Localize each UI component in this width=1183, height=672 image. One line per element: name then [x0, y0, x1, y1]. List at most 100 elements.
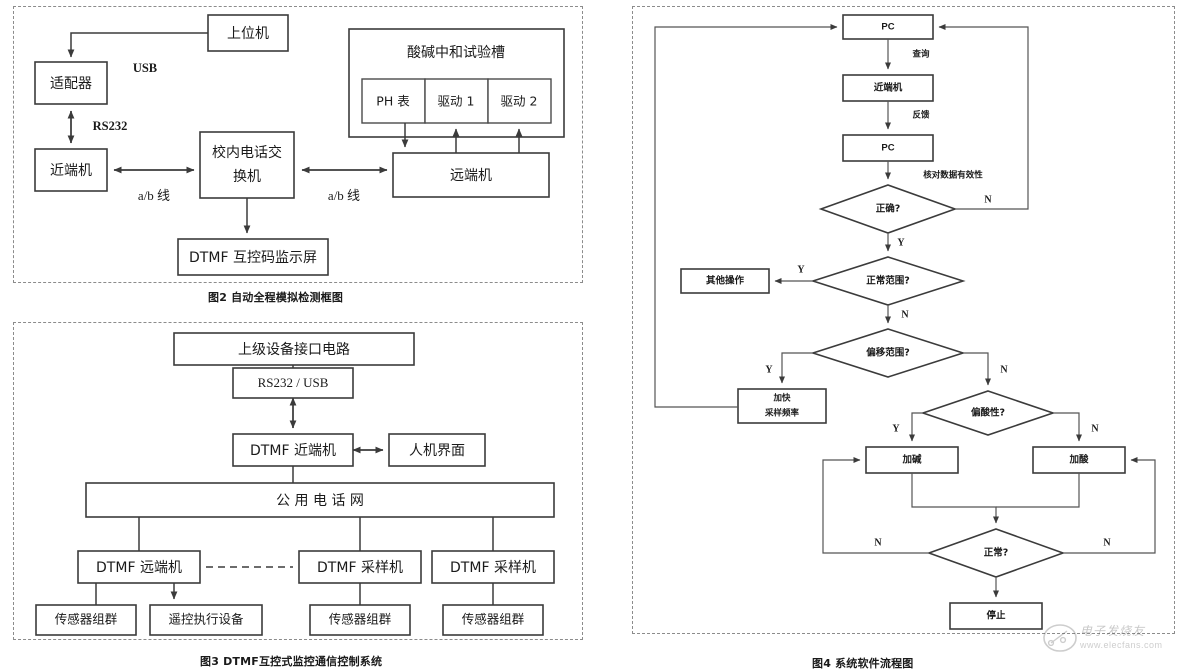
fig4-add-alkali-label: 加碱 [901, 454, 922, 466]
fig4-edge-alkali-to-normal [911, 473, 999, 524]
fig3-rs232usb-label: RS232 / USB [258, 375, 329, 390]
fig4-pc-second-label: PC [881, 143, 894, 154]
fig4-edge-offset-y-label: Y [765, 364, 773, 375]
fig4-pc-top-label: PC [881, 22, 894, 33]
fig4-correct-label: 正确? [876, 203, 901, 215]
figure4-caption: 图4 系统软件流程图 [812, 657, 914, 670]
fig3-hmi-label: 人机界面 [409, 443, 465, 459]
fig2-switch-label-2: 换机 [233, 168, 261, 185]
fig4-edge-feedback-label: 反馈 [912, 110, 930, 121]
fig2-nearend-box [34, 148, 108, 192]
figure3-diagram: 上级设备接口电路 RS232 / USB DTMF 近端机 人机界面 公 用 电… [35, 332, 555, 636]
fig2-link-host-adapter [67, 32, 208, 58]
fig2-drive2-label: 驱动 2 [501, 94, 538, 109]
fig2-dtmf-monitor-box [177, 238, 329, 276]
figure2-panel: 上位机 适配器 近端机 校内电话交 换机 DTMF 互控码监示屏 酸碱中和试验槽… [13, 6, 583, 283]
fig4-edge-offset-yes [779, 352, 813, 384]
fig2-usb-label: USB [133, 61, 157, 75]
fig2-ab-left-label: a/b 线 [138, 188, 170, 203]
fig3-sensors1-box [35, 604, 137, 636]
fig2-host-label: 上位机 [227, 26, 269, 42]
fig2-switch-box [199, 131, 295, 199]
fig2-adapter-box [34, 61, 108, 105]
fig3-upper-device-label: 上级设备接口电路 [238, 341, 350, 358]
fig4-stop-label: 停止 [986, 610, 1006, 622]
fig2-ph-meter-box [361, 78, 426, 124]
fig4-edge-normalrange-n-label: N [901, 309, 909, 320]
fig2-adapter-label: 适配器 [50, 76, 92, 92]
fig2-ph-meter-label: PH 表 [376, 94, 410, 109]
watermark [1043, 621, 1077, 655]
fig4-edge-normalrange-y-label: Y [797, 264, 805, 275]
fig4-add-acid-box [1032, 446, 1126, 474]
fig4-edge-verify-label: 核对数据有效性 [923, 170, 983, 181]
fig4-add-alkali-box [865, 446, 959, 474]
figure4-flowchart: PC 近端机 PC 正确? 正常范围? 其他操作 偏移范围? 加快 采样频率 [654, 14, 1156, 630]
fig3-remote-exec-box [149, 604, 263, 636]
fig2-farend-label: 远端机 [450, 168, 492, 184]
fig4-offset-range-label: 偏移范围? [866, 347, 910, 359]
fig4-edge-acidic-yes [909, 412, 923, 442]
figure2-caption: 图2 自动全程模拟检测框图 [208, 291, 344, 304]
fig3-pstn-box [85, 482, 555, 518]
fig4-normal-range-label: 正常范围? [866, 275, 910, 287]
fig2-drive1-label: 驱动 1 [438, 94, 475, 109]
fig3-sensors2-label: 传感器组群 [329, 612, 392, 627]
fig4-other-op-box [680, 268, 770, 294]
fig4-pc-top-box [842, 14, 934, 40]
fig3-hmi-box [388, 433, 486, 467]
fig4-edge-acidic-y-label: Y [892, 423, 900, 434]
fig2-rs232-label: RS232 [93, 119, 128, 133]
fig4-pc-second-box [842, 134, 934, 162]
fig2-farend-box [392, 152, 550, 198]
fig3-dtmf-near-label: DTMF 近端机 [250, 443, 336, 459]
fig2-drive2-box [487, 78, 552, 124]
fig4-edge-offset-no [963, 352, 991, 386]
fig4-faster-label-2: 采样频率 [764, 408, 800, 419]
fig4-offset-range-diamond [810, 328, 966, 378]
fig4-edge-correct-y-label: Y [897, 237, 905, 248]
fig3-dtmf-sampler1-label: DTMF 采样机 [317, 560, 403, 576]
fig4-add-acid-label: 加酸 [1068, 454, 1089, 466]
fig4-nearend-label: 近端机 [874, 82, 903, 94]
fig4-faster-label-1: 加快 [772, 393, 791, 404]
fig3-dtmf-far-label: DTMF 远端机 [96, 560, 182, 576]
fig4-edge-query-label: 查询 [911, 49, 930, 60]
fig4-edge-correct-n-label: N [984, 194, 992, 205]
fig4-normal-label: 正常? [984, 547, 1009, 559]
fig4-other-op-label: 其他操作 [706, 275, 745, 287]
fig4-edge-acidic-no [1053, 412, 1082, 442]
watermark-brand: 电子发烧友 [1080, 624, 1146, 638]
fig4-edge-normal-n-left-label: N [874, 537, 882, 548]
fig4-edge-normal-n-right-label: N [1103, 537, 1111, 548]
fig4-edge-normal-no-left [822, 457, 929, 554]
fig2-tank-title: 酸碱中和试验槽 [407, 45, 505, 61]
figure4-panel: PC 近端机 PC 正确? 正常范围? 其他操作 偏移范围? 加快 采样频率 [632, 6, 1175, 634]
fig3-remote-exec-label: 遥控执行设备 [168, 612, 244, 627]
fig3-upper-device-box [173, 332, 415, 366]
fig4-edge-normal-no-right [1063, 457, 1156, 554]
fig4-edge-offset-n-label: N [1000, 364, 1008, 375]
fig3-sensors3-label: 传感器组群 [462, 612, 525, 627]
figure2-diagram: 上位机 适配器 近端机 校内电话交 换机 DTMF 互控码监示屏 酸碱中和试验槽… [34, 14, 565, 276]
watermark-logo-icon [1043, 624, 1077, 652]
fig4-edge-correct-no [938, 24, 1029, 210]
fig4-edge-faster-return [654, 24, 838, 408]
figure3-caption: 图3 DTMF互控式监控通信控制系统 [200, 655, 383, 668]
fig2-nearend-label: 近端机 [50, 163, 92, 179]
fig3-dtmf-sampler2-label: DTMF 采样机 [450, 560, 536, 576]
fig4-faster-box [737, 388, 827, 424]
fig4-edge-acidic-n-label: N [1091, 423, 1099, 434]
fig4-edge-acid-to-normal [996, 473, 1080, 508]
fig2-drive1-box [424, 78, 489, 124]
fig4-stop-box [949, 602, 1043, 630]
fig4-acidic-diamond [920, 390, 1056, 436]
fig2-switch-label-1: 校内电话交 [212, 144, 282, 161]
fig3-pstn-label: 公 用 电 话 网 [276, 493, 364, 509]
watermark-url: www.elecfans.com [1080, 640, 1163, 650]
figure3-panel: 上级设备接口电路 RS232 / USB DTMF 近端机 人机界面 公 用 电… [13, 322, 583, 640]
fig2-ab-right-label: a/b 线 [328, 188, 360, 203]
fig2-dtmf-monitor-label: DTMF 互控码监示屏 [189, 250, 317, 266]
fig3-sensors1-label: 传感器组群 [55, 612, 118, 627]
